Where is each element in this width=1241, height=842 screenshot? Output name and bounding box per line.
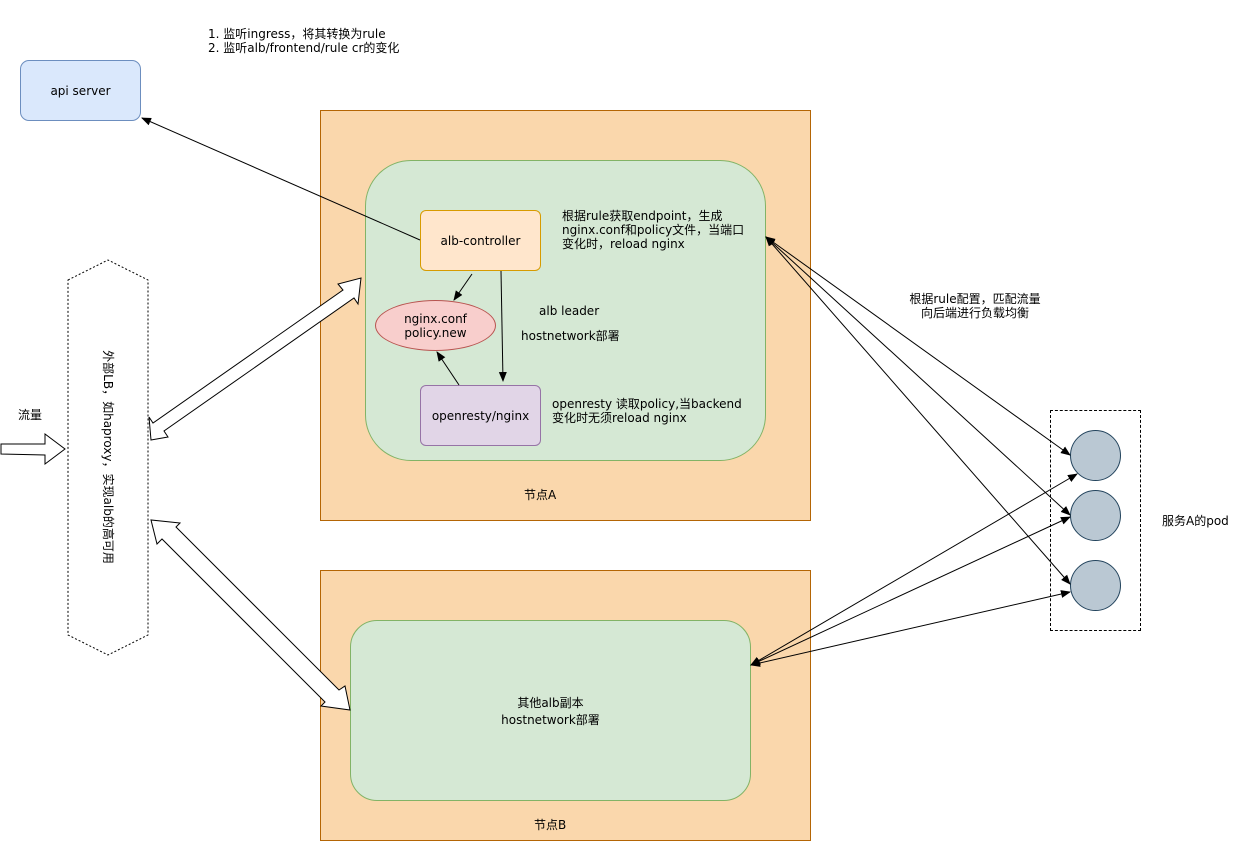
controller-to-openresty-edge <box>498 270 507 382</box>
node-b-alb-replica[interactable]: 其他alb副本 hostnetwork部署 <box>350 620 751 801</box>
node-b-to-pod-edge <box>750 590 1071 667</box>
openresty-to-config-edge <box>436 351 460 386</box>
nginx-config-ellipse[interactable]: nginx.conf policy.new <box>375 300 496 351</box>
controller-to-config-edge <box>453 273 473 301</box>
controller-to-api-edge <box>141 117 421 241</box>
node-a-to-pod-edge <box>765 236 1071 456</box>
traffic-arrow <box>0 433 66 465</box>
hostnetwork-label: hostnetwork部署 <box>521 329 620 343</box>
openresty-box[interactable]: openresty/nginx <box>420 385 541 446</box>
alb-controller-label: alb-controller <box>440 233 521 248</box>
policy-new-label: policy.new <box>404 325 467 340</box>
openresty-label: openresty/nginx <box>431 408 530 423</box>
controller-behavior-note: 根据rule获取endpoint，生成 nginx.conf和policy文件，… <box>562 209 745 251</box>
api-server-label: api server <box>50 83 111 98</box>
lb-to-node-a-arrow <box>148 277 362 441</box>
replica-hostnetwork-label: hostnetwork部署 <box>501 712 600 727</box>
replica-label: 其他alb副本 <box>517 695 584 710</box>
node-b-label: 节点B <box>534 818 567 832</box>
pod-circle[interactable] <box>1070 560 1121 611</box>
node-a-label: 节点A <box>524 488 557 502</box>
alb-leader-label: alb leader <box>539 304 600 318</box>
pod-circle[interactable] <box>1070 430 1121 481</box>
node-b-to-pod-edge <box>750 473 1078 666</box>
lb-to-node-b-arrow <box>150 519 351 711</box>
node-b-to-pod-edge <box>750 516 1071 666</box>
external-lb-label: 外部LB，如haproxy，实现alb的高可用 <box>101 350 115 564</box>
node-a-to-pod-edge <box>765 236 1071 516</box>
openresty-behavior-note: openresty 读取policy,当backend 变化时无须reload … <box>552 397 742 425</box>
controller-duties-note: 1. 监听ingress，将其转换为rule 2. 监听alb/frontend… <box>208 27 400 55</box>
pods-label: 服务A的pod <box>1162 514 1229 528</box>
traffic-label: 流量 <box>18 408 43 422</box>
nginx-conf-label: nginx.conf <box>404 311 467 326</box>
pod-circle[interactable] <box>1070 490 1121 541</box>
node-a-to-pod-edge <box>765 236 1071 585</box>
api-server-node[interactable]: api server <box>20 60 141 121</box>
external-lb-shape[interactable] <box>67 259 149 656</box>
alb-controller-box[interactable]: alb-controller <box>420 210 541 271</box>
